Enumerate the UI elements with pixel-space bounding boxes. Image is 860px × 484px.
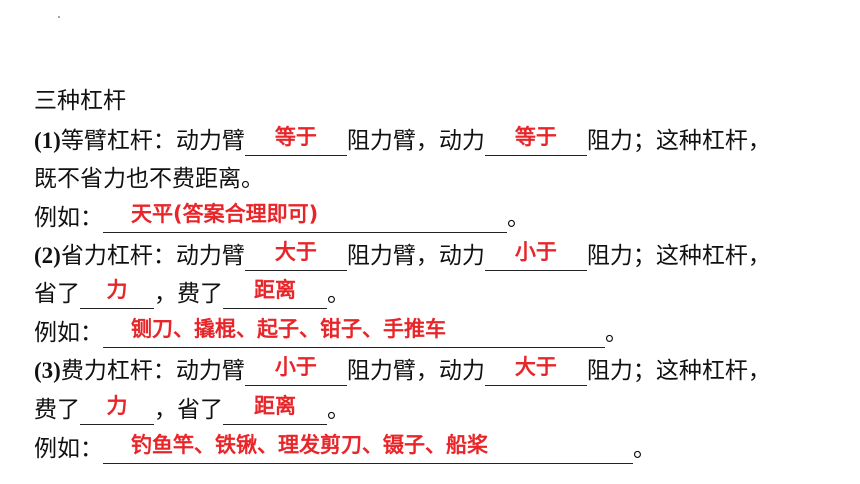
example-end: 。 [507,205,530,231]
answer-text: 等于 [514,125,557,149]
heading: 三种杠杆 [34,86,126,116]
answer-text: 力 [106,278,128,302]
section-3-line-1: (3)费力杠杆：动力臂 小于 阻力臂，动力 大于 阻力；这种杠杆， [34,355,771,386]
answer-blank: 距离 [223,394,327,425]
answer-blank: 大于 [484,355,587,386]
answer-text: 等于 [274,125,317,149]
example-answer: 铡刀、撬棍、起子、钳子、手推车 [131,317,446,341]
statement-text: 省了 [34,281,80,307]
answer-blank: 小于 [484,240,587,271]
statement-tail: 阻力；这种杠杆， [586,128,771,154]
answer-blank: 等于 [244,125,347,156]
example-answer: 天平(答案合理即可) [131,202,319,226]
answer-blank: 距离 [223,278,327,309]
section-number: (1) [34,128,61,153]
example-end: 。 [605,320,628,346]
statement-text: 既不省力也不费距离。 [34,166,264,192]
statement-mid: 阻力臂，动力 [346,243,485,269]
stray-dot [58,16,60,18]
statement-text: 。 [327,281,350,307]
page-title: 三种杠杆 [34,88,126,114]
statement-tail: 阻力；这种杠杆， [586,243,771,269]
section-number: (2) [34,243,61,268]
answer-text: 大于 [514,355,557,379]
section-2-example: 例如： 铡刀、撬棍、起子、钳子、手推车 。 [34,317,628,348]
answer-blank: 等于 [484,125,587,156]
example-end: 。 [633,436,656,462]
statement-lead: 等臂杠杆：动力臂 [60,128,245,154]
section-3-line-2: 费了 力 ，省了 距离 。 [34,394,350,425]
example-blank: 钓鱼竿、铁锹、理发剪刀、镊子、船桨 [103,433,633,464]
statement-text: 。 [327,397,350,423]
statement-text: 费了 [34,397,80,423]
statement-tail: 阻力；这种杠杆， [586,358,771,384]
answer-text: 小于 [274,355,317,379]
answer-blank: 大于 [244,240,347,271]
example-label: 例如： [34,436,103,462]
answer-blank: 力 [80,394,154,425]
section-1-example: 例如： 天平(答案合理即可) 。 [34,202,530,233]
example-blank: 天平(答案合理即可) [103,202,507,233]
section-2-line-2: 省了 力 ，费了 距离 。 [34,278,350,309]
answer-text: 小于 [514,240,557,264]
statement-mid: 阻力臂，动力 [346,358,485,384]
answer-blank: 力 [80,278,154,309]
answer-text: 距离 [254,278,296,302]
answer-text: 距离 [254,394,296,418]
statement-lead: 费力杠杆：动力臂 [60,358,245,384]
statement-lead: 省力杠杆：动力臂 [60,243,245,269]
answer-text: 力 [106,394,128,418]
statement-text: ，费了 [154,281,223,307]
answer-blank: 小于 [244,355,347,386]
example-blank: 铡刀、撬棍、起子、钳子、手推车 [103,317,605,348]
section-2-line-1: (2)省力杠杆：动力臂 大于 阻力臂，动力 小于 阻力；这种杠杆， [34,240,771,271]
example-label: 例如： [34,205,103,231]
example-label: 例如： [34,320,103,346]
section-3-example: 例如： 钓鱼竿、铁锹、理发剪刀、镊子、船桨 。 [34,433,656,464]
section-number: (3) [34,358,61,383]
answer-text: 大于 [274,240,317,264]
section-1-line-1: (1)等臂杠杆：动力臂 等于 阻力臂，动力 等于 阻力；这种杠杆， [34,125,771,156]
statement-text: ，省了 [154,397,223,423]
example-answer: 钓鱼竿、铁锹、理发剪刀、镊子、船桨 [131,433,488,457]
statement-mid: 阻力臂，动力 [346,128,485,154]
section-1-line-2: 既不省力也不费距离。 [34,164,264,194]
